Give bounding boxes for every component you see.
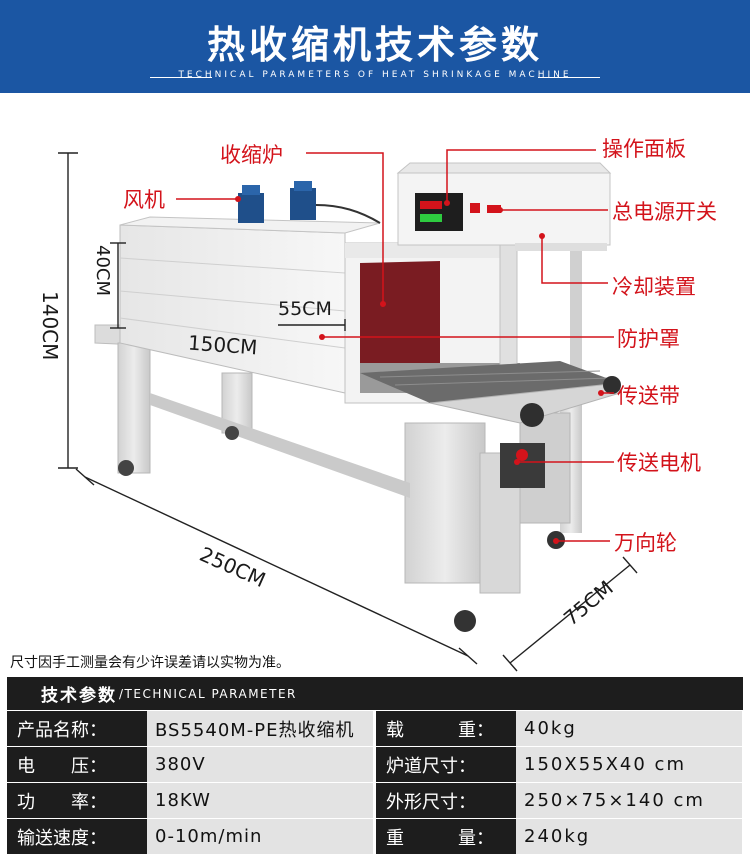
spec-table: 技术参数 /TECHNICAL PARAMETER 产品名称： BS5540M-… — [6, 676, 744, 854]
table-row: 产品名称： BS5540M-PE热收缩机 载 重： 40kg — [7, 711, 743, 746]
subtitle-rule-right — [538, 77, 600, 78]
label-furnace: 收缩炉 — [220, 143, 283, 167]
spec-key: 产品名称： — [7, 711, 147, 746]
machine-drawing — [58, 149, 638, 672]
label-protective-cover: 防护罩 — [617, 327, 680, 351]
label-power-switch: 总电源开关 — [612, 200, 717, 224]
label-belt-motor: 传送电机 — [617, 451, 701, 475]
header-banner: 热收缩机技术参数 TECHNICAL PARAMETERS OF HEAT SH… — [0, 0, 750, 93]
casters — [118, 426, 565, 632]
spec-header-en: /TECHNICAL PARAMETER — [119, 686, 297, 701]
label-caster-wheel: 万向轮 — [614, 531, 677, 555]
dim-tunnel-height: 40CM — [92, 245, 113, 297]
label-conveyor-belt: 传送带 — [617, 384, 680, 408]
conveyor-belt — [360, 361, 621, 488]
table-row: 功 率： 18KW 外形尺寸： 250×75×140 cm — [7, 783, 743, 818]
spec-value: 0-10m/min — [147, 819, 373, 854]
dim-tunnel-width: 55CM — [278, 298, 332, 320]
subtitle-rule-left — [150, 77, 212, 78]
page-title: 热收缩机技术参数 — [206, 23, 543, 67]
label-control-panel: 操作面板 — [602, 137, 686, 161]
spec-value: 40kg — [516, 711, 742, 746]
dim-total-height: 140CM — [38, 291, 62, 361]
control-housing — [396, 162, 612, 251]
table-row: 电 压： 380V 炉道尺寸： 150X55X40 cm — [7, 747, 743, 782]
spec-key: 重 量： — [376, 819, 516, 854]
spec-value: 380V — [147, 747, 373, 782]
spec-header-cn: 技术参数 — [41, 686, 117, 706]
dimension-lines — [58, 152, 638, 672]
spec-key: 炉道尺寸： — [376, 747, 516, 782]
spec-key: 电 压： — [7, 747, 147, 782]
dim-tunnel-length: 150CM — [187, 330, 259, 360]
machine-illustration: 收缩炉 风机 操作面板 总电源开关 冷却装置 防护罩 传送带 传送电机 万向轮 … — [0, 93, 750, 673]
label-cooling-unit: 冷却装置 — [612, 275, 696, 299]
spec-table-header: 技术参数 /TECHNICAL PARAMETER — [7, 677, 743, 710]
spec-key: 输送速度： — [7, 819, 147, 854]
spec-value: BS5540M-PE热收缩机 — [147, 711, 373, 746]
spec-key: 载 重： — [376, 711, 516, 746]
spec-value: 250×75×140 cm — [516, 783, 742, 818]
label-fan: 风机 — [123, 188, 165, 212]
page-subtitle: TECHNICAL PARAMETERS OF HEAT SHRINKAGE M… — [178, 70, 572, 80]
callout-dots — [235, 196, 604, 544]
spec-key: 功 率： — [7, 783, 147, 818]
fan-motors — [238, 181, 381, 224]
measurement-note: 尺寸因手工测量会有少许误差请以实物为准。 — [10, 655, 290, 671]
spec-value: 18KW — [147, 783, 373, 818]
spec-key: 外形尺寸： — [376, 783, 516, 818]
table-row: 输送速度： 0-10m/min 重 量： 240kg — [7, 819, 743, 854]
spec-value: 240kg — [516, 819, 742, 854]
spec-value: 150X55X40 cm — [516, 747, 742, 782]
